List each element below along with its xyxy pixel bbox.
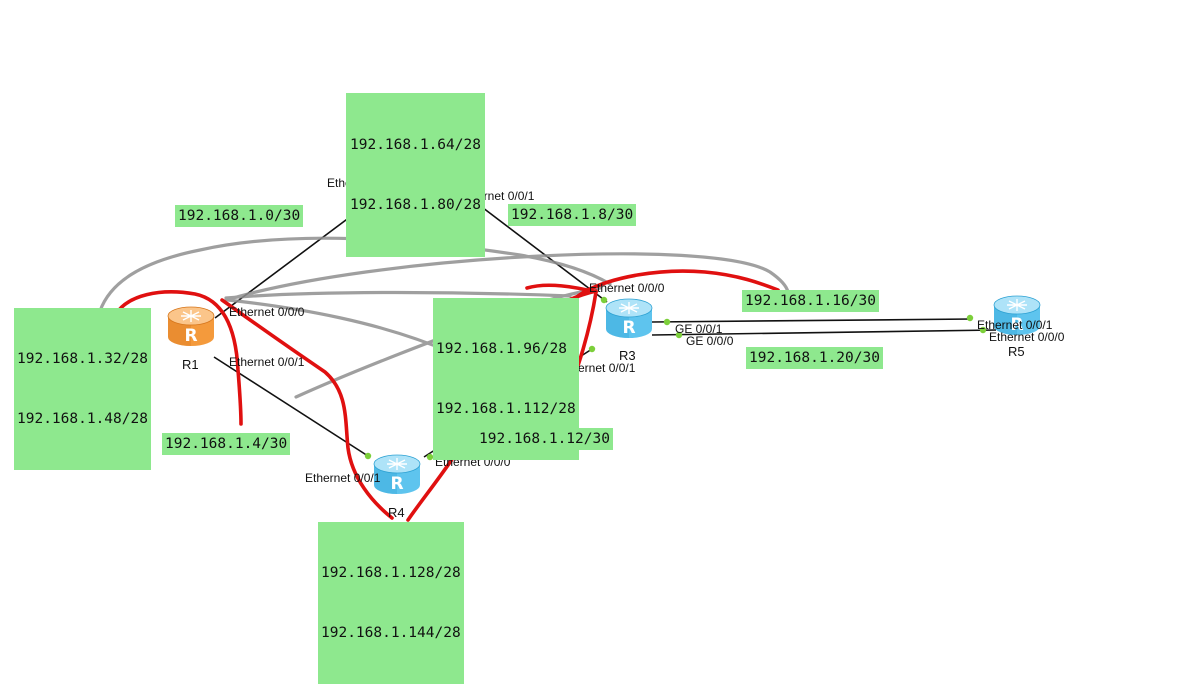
router-label-r1: R1 [182,357,199,372]
router-icon-arrows [387,458,407,470]
port-dot-r4-e000 [426,453,434,461]
network-label-r2-lan: 192.168.1.64/28 192.168.1.80/28 [346,93,485,257]
network-label-r3-r4: 192.168.1.12/30 [476,428,613,450]
network-label-r2-r3: 192.168.1.8/30 [508,204,637,226]
r2-lan-line-2: 192.168.1.80/28 [350,197,481,213]
router-icon-arrows [181,310,201,322]
network-label-r3-r5-a: 192.168.1.16/30 [742,290,879,312]
r1-lan-line-1: 192.168.1.32/28 [17,351,148,367]
router-icon-shade [168,316,191,346]
port-label-r1-e001: Ethernet 0/0/1 [229,355,305,369]
router-icon-arrows [619,302,639,314]
link-r3-r5-ge1 [651,318,973,323]
r4-lan-line-1: 192.168.1.128/28 [321,565,461,581]
router-icon-arrows [1007,299,1027,311]
router-r5[interactable]: R [992,294,1042,338]
port-label-r3-e000: Ethernet 0/0/0 [589,281,665,295]
router-icon-glyph: R [184,326,197,346]
router-r3[interactable]: R [604,297,654,341]
port-label-r4-e001: Ethernet 0/0/1 [305,471,381,485]
r1-lan-line-2: 192.168.1.48/28 [17,411,148,427]
router-label-r3: R3 [619,348,636,363]
r4-lan-line-2: 192.168.1.144/28 [321,625,461,641]
router-icon: R [605,298,653,338]
network-label-r3-r5-b: 192.168.1.20/30 [746,347,883,369]
r3-lan-line-1: 192.168.1.96/28 [436,341,567,357]
router-icon: R [167,306,215,346]
port-dot-r5-e001 [966,314,974,322]
port-dot-r3-ge000 [675,331,683,339]
router-icon-glyph: R [1010,315,1023,335]
router-icon-glyph: R [390,474,403,494]
router-icon-shade [606,308,629,338]
port-label-r3-e001: Ethernet 0/0/1 [560,361,636,375]
router-icon: R [373,454,421,494]
network-label-r1-lan: 192.168.1.32/28 192.168.1.48/28 [14,308,151,470]
network-label-r4-lan: 192.168.1.128/28 192.168.1.144/28 [318,522,464,684]
port-dot-r3-ge001 [663,318,671,326]
port-label-r5-e000: Ethernet 0/0/0 [989,330,1065,344]
port-dot-r3-e001 [588,345,596,353]
network-label-r1-r4: 192.168.1.4/30 [162,433,291,455]
router-icon: R [993,295,1041,335]
router-icon-shade [374,464,397,494]
port-label-r3-ge000: GE 0/0/0 [686,334,734,348]
port-label-r5-e001: Ethernet 0/0/1 [977,318,1053,332]
port-dot-r3-e000 [600,296,608,304]
port-dot-r4-e001 [364,452,372,460]
router-icon-glyph: R [622,318,635,338]
topology-diagram: R R2 R R1 R R3 R R4 R R5 Ethernet 0/0/0 … [14,93,1065,684]
router-label-r4: R4 [388,505,405,520]
router-label-r5: R5 [1008,344,1025,359]
router-icon-shade [994,305,1017,335]
r3-lan-line-2: 192.168.1.112/28 [436,401,576,417]
network-label-r1-r2: 192.168.1.0/30 [175,205,304,227]
port-label-r1-e000: Ethernet 0/0/0 [229,305,305,319]
router-r1[interactable]: R [166,305,216,349]
link-r3-r5-ge0 [651,329,997,336]
router-r4[interactable]: R [372,453,422,497]
r2-lan-line-1: 192.168.1.64/28 [350,137,481,153]
port-label-r3-ge001: GE 0/0/1 [675,322,723,336]
port-dot-r5-e000 [979,326,987,334]
